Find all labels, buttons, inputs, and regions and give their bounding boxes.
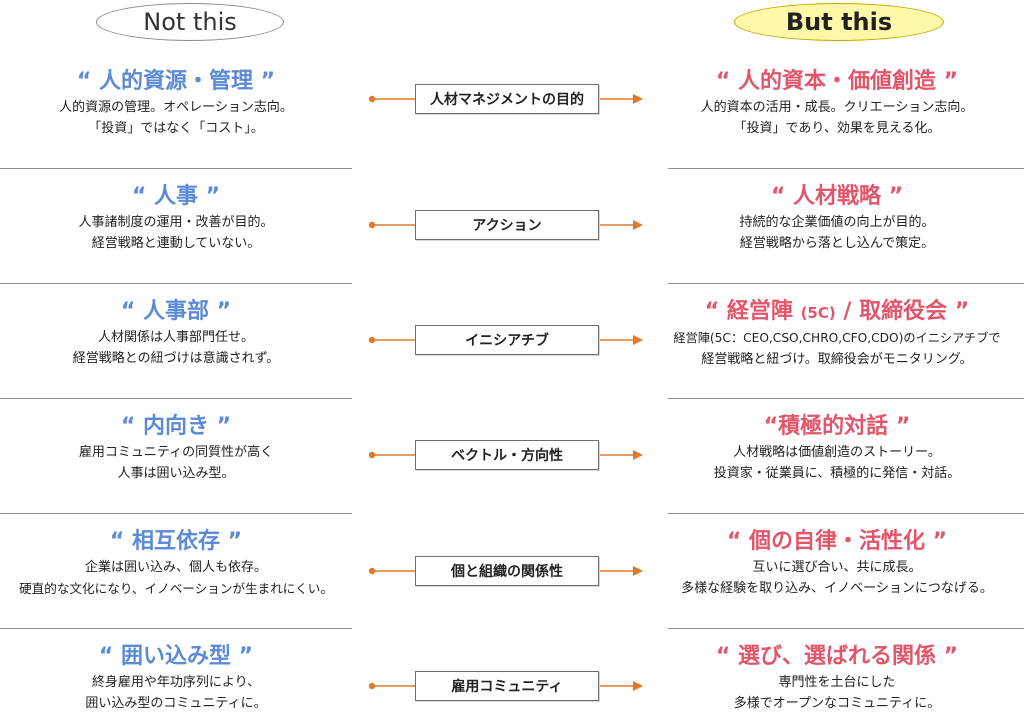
but-this-desc-line: 「投資」であり、効果を見える化。 xyxy=(733,121,941,136)
row-divider xyxy=(0,628,352,629)
connector-arrows xyxy=(368,450,643,460)
not-this-desc-line: 人材関係は人事部門任せ。 xyxy=(97,330,254,345)
but-this-title-part: / 取締役会 ” xyxy=(835,299,970,324)
not-this-title: “ 人事部 ” xyxy=(120,299,232,324)
but-this-label: But this xyxy=(785,8,893,36)
but-this-title: “ 人的資本・価値創造 ” xyxy=(715,69,959,94)
comparison-row-6: “ 囲い込み型 ” 終身雇用や年功序列により、 囲い込み型のコミュニティに。 雇… xyxy=(0,631,1024,724)
not-this-desc-line: 経営戦略との紐づけは意識されず。 xyxy=(72,351,280,366)
aspect-label: イニシアチブ xyxy=(415,325,599,355)
aspect-label: 人材マネジメントの目的 xyxy=(415,84,599,114)
not-this-desc-line: 雇用コミュニティの同質性が高く xyxy=(78,445,274,460)
comparison-row-2: “ 人事 ” 人事諸制度の運用・改善が目的。 経営戦略と連動していない。 アクシ… xyxy=(0,171,1024,286)
row-divider xyxy=(668,398,1024,399)
but-this-title: “積極的対話 ” xyxy=(763,414,911,439)
not-this-desc-line: 終身雇用や年功序列により、 xyxy=(91,675,261,690)
arrow-head-icon xyxy=(633,566,643,576)
connector-arrows xyxy=(368,335,643,345)
arrow-head-icon xyxy=(633,335,643,345)
but-this-cell: “積極的対話 ” 人材戦略は価値創造のストーリー。 投資家・従業員に、積極的に発… xyxy=(650,401,1024,516)
comparison-row-3: “ 人事部 ” 人材関係は人事部門任せ。 経営戦略との紐づけは意識されず。 イニ… xyxy=(0,286,1024,401)
but-this-cell: “ 選び、選ばれる関係 ” 専門性を土台にした 多様でオープンなコミュニティに。 xyxy=(650,631,1024,724)
connector-arrows xyxy=(368,94,643,104)
connector-arrows xyxy=(368,681,643,691)
connector-arrows xyxy=(368,220,643,230)
not-this-desc-line: 企業は囲い込み、個人も依存。 xyxy=(84,560,267,575)
but-this-desc-line: 人的資本の活用・成長。クリエーション志向。 xyxy=(700,100,974,115)
but-this-desc-line: 多様な経験を取り込み、イノベーションにつなげる。 xyxy=(681,581,993,596)
not-this-desc-line: 囲い込み型のコミュニティに。 xyxy=(85,696,267,711)
but-this-desc-line: 経営陣(5C：CEO,CSO,CHRO,CFO,CDO)のイニシアチブで xyxy=(673,331,1001,345)
row-divider xyxy=(0,513,352,514)
but-this-title: “ 経営陣 (5C) / 取締役会 ” xyxy=(650,298,1024,327)
not-this-cell: “ 人事 ” 人事諸制度の運用・改善が目的。 経営戦略と連動していない。 xyxy=(0,171,352,286)
not-this-title: “ 人的資源・管理 ” xyxy=(76,69,276,94)
aspect-connector: 人材マネジメントの目的 xyxy=(352,56,650,171)
comparison-row-5: “ 相互依存 ” 企業は囲い込み、個人も依存。 硬直的な文化になり、イノベーショ… xyxy=(0,516,1024,631)
not-this-title: “ 囲い込み型 ” xyxy=(98,644,254,669)
but-this-desc-line: 投資家・従業員に、積極的に発信・対話。 xyxy=(713,466,961,481)
not-this-cell: “ 人事部 ” 人材関係は人事部門任せ。 経営戦略との紐づけは意識されず。 xyxy=(0,286,352,401)
but-this-cell: “ 経営陣 (5C) / 取締役会 ” 経営陣(5C：CEO,CSO,CHRO,… xyxy=(650,286,1024,401)
but-this-cell: “ 個の自律・活性化 ” 互いに選び合い、共に成長。 多様な経験を取り込み、イノ… xyxy=(650,516,1024,631)
but-this-title: “ 選び、選ばれる関係 ” xyxy=(715,644,959,669)
not-this-title: “ 人事 ” xyxy=(131,184,221,209)
but-this-desc-line: 互いに選び合い、共に成長。 xyxy=(752,560,922,575)
aspect-label: アクション xyxy=(415,210,599,240)
but-this-desc-line: 人材戦略は価値創造のストーリー。 xyxy=(733,445,941,460)
arrow-head-icon xyxy=(633,681,643,691)
not-this-title: “ 相互依存 ” xyxy=(109,529,243,554)
not-this-cell: “ 人的資源・管理 ” 人的資源の管理。オペレーション志向。 「投資」ではなく「… xyxy=(0,56,352,171)
aspect-connector: アクション xyxy=(352,171,650,286)
not-this-title: “ 内向き ” xyxy=(120,414,232,439)
not-this-desc-line: 人的資源の管理。オペレーション志向。 xyxy=(59,100,293,115)
but-this-title: “ 人材戦略 ” xyxy=(770,184,904,209)
aspect-label: 雇用コミュニティ xyxy=(415,671,599,701)
row-divider xyxy=(0,283,352,284)
but-this-desc-line: 持続的な企業価値の向上が目的。 xyxy=(739,215,935,230)
aspect-connector: 個と組織の関係性 xyxy=(352,516,650,631)
aspect-label: 個と組織の関係性 xyxy=(415,556,599,586)
aspect-connector: イニシアチブ xyxy=(352,286,650,401)
not-this-desc-line: 人事は囲い込み型。 xyxy=(117,466,235,481)
row-divider xyxy=(0,398,352,399)
but-this-desc-line: 専門性を土台にした xyxy=(778,675,896,690)
comparison-row-1: “ 人的資源・管理 ” 人的資源の管理。オペレーション志向。 「投資」ではなく「… xyxy=(0,56,1024,171)
but-this-desc-line: 経営戦略と紐づけ。取締役会がモニタリング。 xyxy=(701,352,973,367)
but-this-title: “ 個の自律・活性化 ” xyxy=(726,529,948,554)
row-divider xyxy=(668,168,1024,169)
comparison-row-4: “ 内向き ” 雇用コミュニティの同質性が高く 人事は囲い込み型。 ベクトル・方… xyxy=(0,401,1024,516)
row-divider xyxy=(0,168,352,169)
arrow-head-icon xyxy=(633,94,643,104)
connector-arrows xyxy=(368,566,643,576)
but-this-desc-line: 多様でオープンなコミュニティに。 xyxy=(733,696,941,711)
not-this-desc-line: 人事諸制度の運用・改善が目的。 xyxy=(78,215,274,230)
not-this-desc-line: 「投資」ではなく「コスト」。 xyxy=(88,121,264,136)
row-divider xyxy=(668,283,1024,284)
not-this-cell: “ 相互依存 ” 企業は囲い込み、個人も依存。 硬直的な文化になり、イノベーショ… xyxy=(0,516,352,631)
aspect-label: ベクトル・方向性 xyxy=(415,440,599,470)
but-this-title-part: “ 経営陣 xyxy=(704,299,801,324)
not-this-label: Not this xyxy=(143,8,237,36)
not-this-cell: “ 内向き ” 雇用コミュニティの同質性が高く 人事は囲い込み型。 xyxy=(0,401,352,516)
aspect-connector: 雇用コミュニティ xyxy=(352,631,650,724)
but-this-title-5c: (5C) xyxy=(800,304,836,322)
but-this-cell: “ 人材戦略 ” 持続的な企業価値の向上が目的。 経営戦略から落とし込んで策定。 xyxy=(650,171,1024,286)
arrow-head-icon xyxy=(633,220,643,230)
not-this-desc-line: 経営戦略と連動していない。 xyxy=(91,236,261,251)
row-divider xyxy=(668,513,1024,514)
arrow-head-icon xyxy=(633,450,643,460)
but-this-desc-line: 経営戦略から落とし込んで策定。 xyxy=(739,236,935,251)
not-this-desc-line: 硬直的な文化になり、イノベーションが生まれにくい。 xyxy=(19,581,333,596)
aspect-connector: ベクトル・方向性 xyxy=(352,401,650,516)
but-this-header: But this xyxy=(734,3,944,41)
row-divider xyxy=(668,628,1024,629)
but-this-cell: “ 人的資本・価値創造 ” 人的資本の活用・成長。クリエーション志向。 「投資」… xyxy=(650,56,1024,171)
not-this-header: Not this xyxy=(96,3,284,41)
not-this-cell: “ 囲い込み型 ” 終身雇用や年功序列により、 囲い込み型のコミュニティに。 xyxy=(0,631,352,724)
